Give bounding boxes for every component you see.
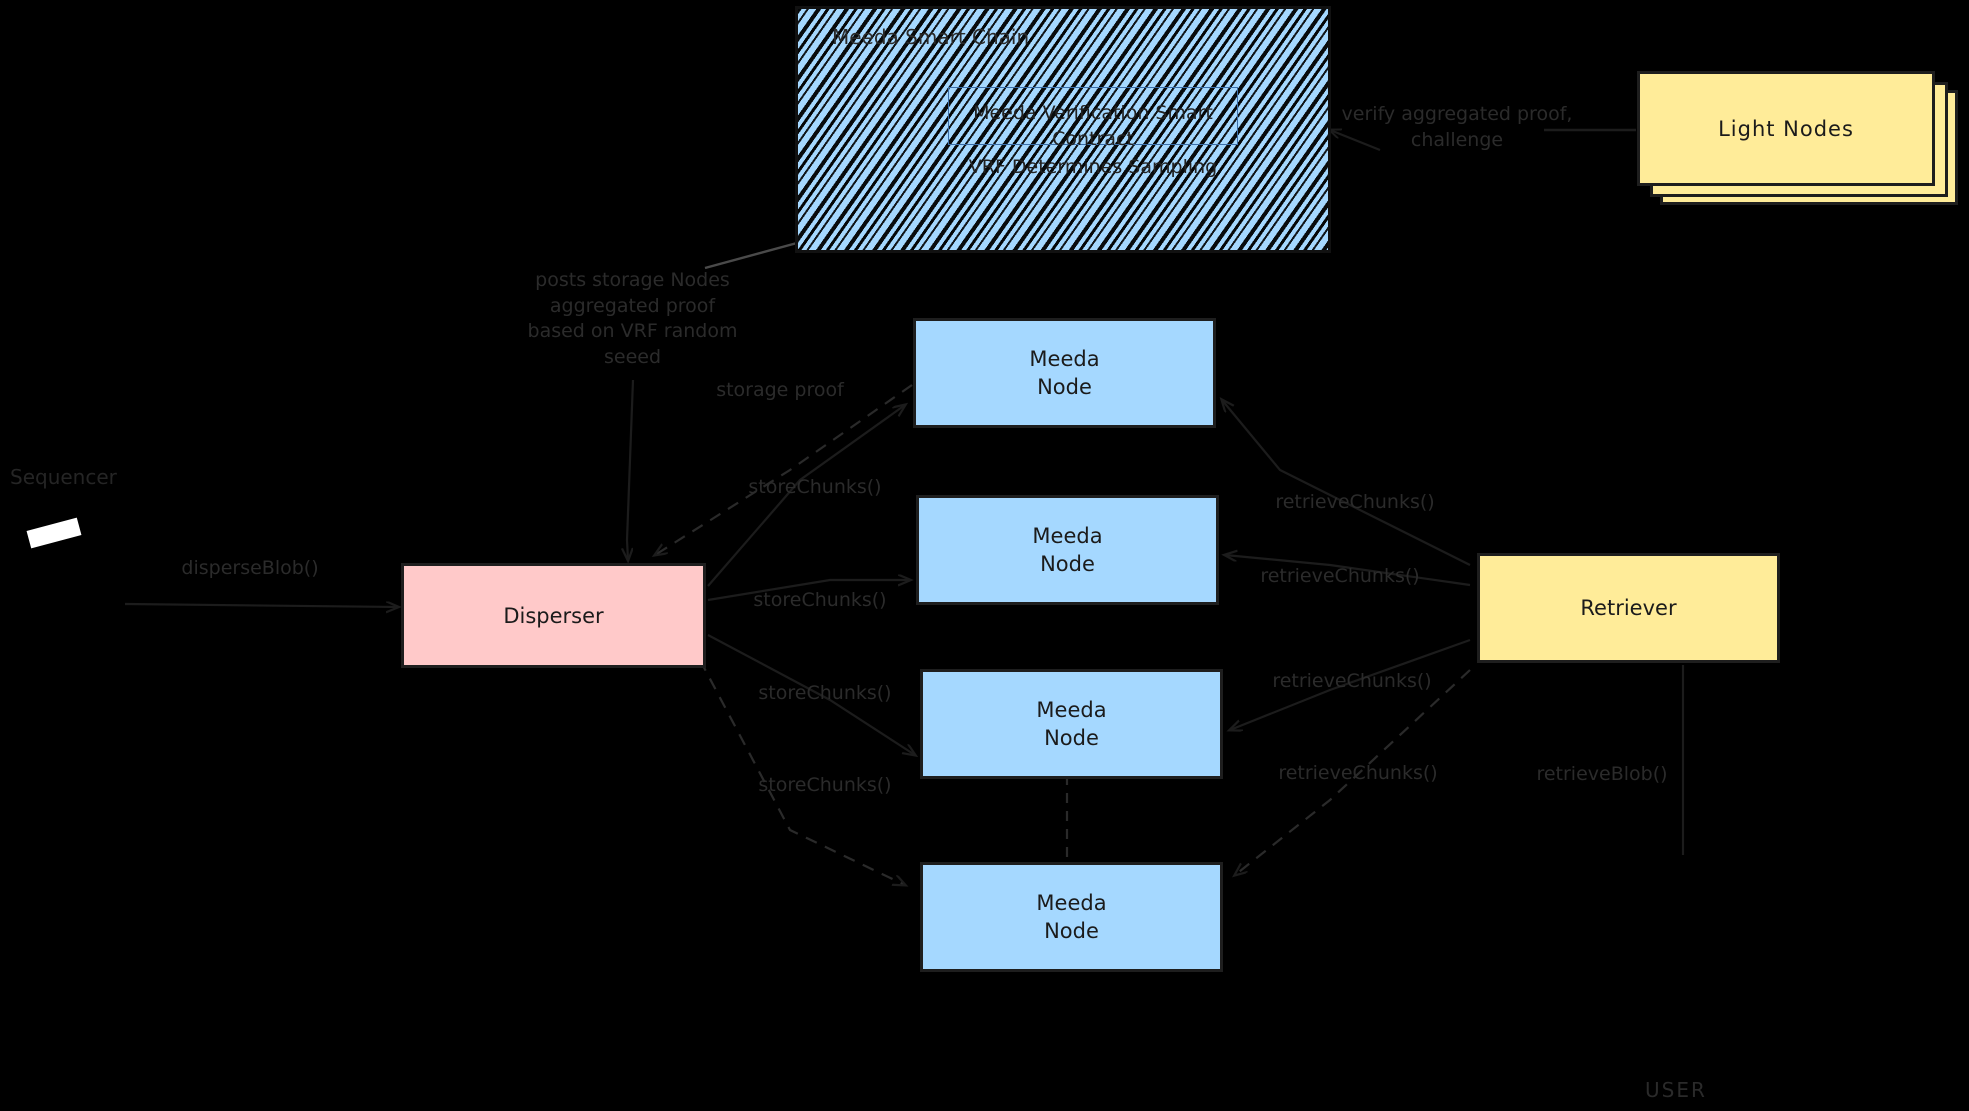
edge-retrieve-chunks-2 (1225, 555, 1471, 587)
meeda-node-4-line1: Meeda (1036, 890, 1107, 915)
meeda-node-3[interactable]: Meeda Node (920, 669, 1223, 779)
edge-store-chunks-3 (707, 634, 915, 755)
edge-label-store-chunks-2: storeChunks() (753, 589, 887, 611)
edge-store-chunks-2 (707, 580, 910, 602)
sequencer-label: Sequencer (10, 465, 117, 489)
meeda-node-2-line2: Node (1040, 552, 1095, 576)
edge-label-store-chunks-1: storeChunks() (748, 476, 882, 498)
light-nodes-box[interactable]: Light Nodes (1637, 71, 1935, 186)
meeda-node-1-line1: Meeda (1029, 346, 1100, 371)
retriever-box[interactable]: Retriever (1477, 553, 1780, 663)
meeda-node-2[interactable]: Meeda Node (916, 495, 1219, 605)
edge-storage-proof (655, 384, 913, 555)
edge-label-retrieve-chunks-2: retrieveChunks() (1260, 565, 1420, 587)
edge-label-store-chunks-4: storeChunks() (758, 774, 892, 796)
edge-retrieve-chunks-1 (1222, 400, 1471, 566)
smart-chain-title: Meeda Smart Chain (832, 25, 1030, 49)
retriever-label: Retriever (1580, 596, 1677, 620)
user-label: USER (1645, 1078, 1707, 1102)
edge-store-chunks-4 (699, 659, 905, 885)
light-nodes-label: Light Nodes (1718, 116, 1854, 141)
verification-contract-line2: Contract (1052, 128, 1134, 150)
meeda-node-3-line2: Node (1044, 726, 1099, 750)
disperser-box[interactable]: Disperser (401, 563, 706, 668)
disperser-label: Disperser (503, 603, 604, 628)
edge-retrieve-chunks-4 (1235, 669, 1471, 875)
verification-contract-line3: VRF Determines Sampling (968, 156, 1218, 178)
edge-retrieve-chunks-3 (1230, 638, 1471, 730)
meeda-node-3-line1: Meeda (1036, 697, 1107, 722)
edge-label-storage-proof: storage proof (716, 379, 844, 401)
meeda-node-1-line2: Node (1037, 375, 1092, 399)
meeda-node-4-line2: Node (1044, 919, 1099, 943)
edge-store-chunks-1 (707, 405, 905, 587)
meeda-node-1[interactable]: Meeda Node (913, 318, 1216, 428)
edge-verify-proof-arrow (1330, 130, 1381, 152)
edge-posts-aggregated-proof (627, 379, 635, 560)
edge-label-retrieve-chunks-1: retrieveChunks() (1275, 491, 1435, 513)
edge-label-retrieve-chunks-4: retrieveChunks() (1278, 762, 1438, 784)
edge-disperse-blob (124, 604, 398, 607)
edge-label-disperse-blob: disperseBlob() (181, 557, 319, 579)
meeda-smart-chain-box[interactable]: Meeda Smart Chain Meeda Verification Sma… (795, 6, 1331, 253)
edge-label-store-chunks-3: storeChunks() (758, 682, 892, 704)
edge-label-verify-proof: verify aggregated proof, challenge (1341, 103, 1573, 151)
verification-contract-line1: Meeda Verification Smart (973, 102, 1213, 124)
meeda-node-2-line1: Meeda (1032, 523, 1103, 548)
meeda-node-4[interactable]: Meeda Node (920, 862, 1223, 972)
edge-label-retrieve-blob: retrieveBlob() (1536, 763, 1668, 785)
edge-label-posts-aggregated-proof: posts storage Nodes aggregated proof bas… (527, 269, 738, 368)
edge-chain-to-disperser (704, 241, 798, 270)
edge-label-retrieve-chunks-3: retrieveChunks() (1272, 670, 1432, 692)
